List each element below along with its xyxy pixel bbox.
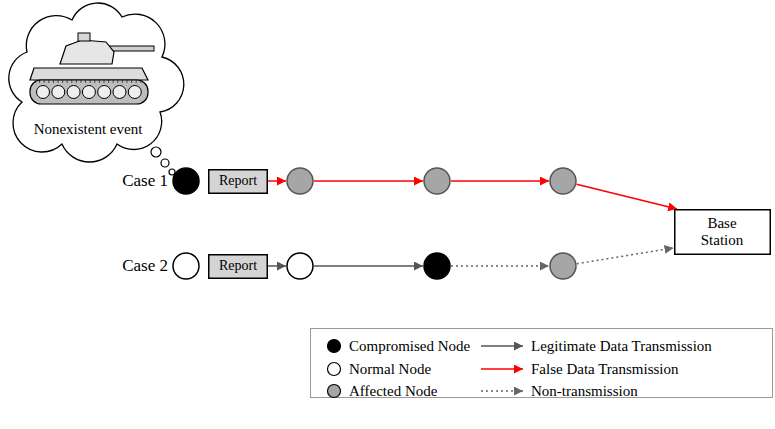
connector-arrow (451, 265, 549, 267)
affected-node-outline (423, 167, 451, 195)
thought-cloud (9, 3, 184, 162)
bubble-caption: Nonexistent event (34, 121, 143, 138)
legend-line-sample (479, 384, 525, 398)
legend-swatch (325, 337, 343, 355)
legend-entry: False Data Transmission (479, 359, 679, 379)
legend-label: Legitimate Data Transmission (531, 338, 712, 355)
affected-node (287, 168, 313, 194)
thought-bubble-dot (151, 147, 161, 157)
base-station-box (674, 210, 770, 255)
legend-entry: Non-transmission (479, 381, 638, 401)
affected-node (550, 253, 576, 279)
thought-bubble-dot (169, 169, 175, 175)
legend-line-sample (479, 339, 525, 353)
legend-swatch (325, 360, 343, 378)
legend-label: Compromised Node (349, 338, 470, 355)
affected-node-outline (549, 252, 577, 280)
normal-node (173, 253, 199, 279)
connector-arrow (314, 180, 423, 182)
legend-label: Normal Node (349, 361, 431, 378)
thought-bubble: Nonexistent event (2, 2, 174, 152)
report-box (209, 254, 268, 278)
affected-node (549, 252, 577, 280)
node-label: Report (219, 173, 257, 189)
legend-label: Non-transmission (531, 383, 638, 400)
affected-node-outline (286, 167, 314, 195)
report-box: Report (208, 169, 268, 194)
node-label: Report (219, 258, 257, 274)
connector-arrow (314, 265, 423, 267)
legend-entry: Normal Node (325, 359, 431, 379)
legend-entry: Legitimate Data Transmission (479, 336, 712, 356)
compromised-node-outline (423, 252, 451, 280)
case-label: Case 2 (122, 256, 168, 276)
compromised-node (423, 252, 451, 280)
affected-node (424, 168, 450, 194)
legend-label: False Data Transmission (531, 361, 679, 378)
base-station-box: Base Station (674, 209, 771, 255)
legend-swatch (325, 382, 343, 400)
compromised-node (424, 253, 450, 279)
connector-arrow (268, 265, 286, 267)
normal-node-outline (172, 252, 200, 280)
legend-box: Compromised Node Legitimate Data Transmis… (310, 328, 773, 398)
affected-node (423, 167, 451, 195)
thought-bubble-dot (161, 159, 169, 167)
affected-node (286, 167, 314, 195)
compromised-node (172, 167, 200, 195)
connector-arrow (577, 248, 674, 264)
affected-node-outline (549, 167, 577, 195)
compromised-node-outline (172, 167, 200, 195)
affected-node (550, 168, 576, 194)
compromised-node (173, 168, 199, 194)
case-label: Case 1 (122, 171, 168, 191)
tank-illustration (30, 33, 154, 104)
legend-line-sample (479, 362, 525, 376)
normal-node (287, 253, 313, 279)
normal-node (286, 252, 314, 280)
legend-label: Affected Node (349, 383, 437, 400)
report-box: Report (208, 254, 268, 279)
normal-node (172, 252, 200, 280)
connector-arrow (268, 180, 286, 182)
report-box (209, 169, 268, 193)
node-label: Base Station (691, 215, 753, 250)
legend-entry: Compromised Node (325, 336, 470, 356)
connector-arrow (451, 180, 549, 182)
affected-node (549, 167, 577, 195)
connector-arrow (577, 184, 678, 209)
legend-entry: Affected Node (325, 381, 437, 401)
normal-node-outline (286, 252, 314, 280)
